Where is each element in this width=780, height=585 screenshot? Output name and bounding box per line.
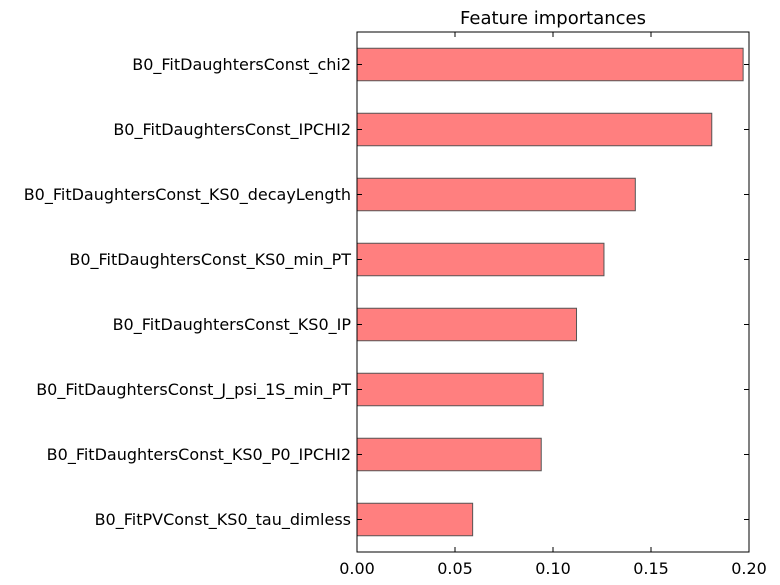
x-tick-label: 0.15	[633, 559, 669, 578]
bar	[356, 502, 474, 537]
bar	[356, 47, 744, 82]
bar	[356, 437, 542, 472]
y-tick-label: B0_FitPVConst_KS0_tau_dimless	[95, 510, 351, 530]
y-axis-ticks: B0_FitDaughtersConst_chi2B0_FitDaughters…	[24, 55, 749, 530]
x-tick-label: 0.20	[731, 559, 767, 578]
y-tick-label: B0_FitDaughtersConst_J_psi_1S_min_PT	[36, 380, 351, 400]
bar	[356, 177, 636, 212]
x-tick-label: 0.00	[339, 559, 375, 578]
y-tick-label: B0_FitDaughtersConst_chi2	[132, 55, 351, 75]
y-tick-label: B0_FitDaughtersConst_KS0_decayLength	[24, 185, 351, 205]
y-tick-label: B0_FitDaughtersConst_KS0_min_PT	[69, 250, 351, 270]
y-tick-label: B0_FitDaughtersConst_IPCHI2	[113, 120, 351, 140]
bar	[356, 242, 605, 277]
bars-group	[356, 47, 744, 537]
bar	[356, 372, 544, 407]
y-tick-label: B0_FitDaughtersConst_KS0_P0_IPCHI2	[47, 445, 351, 465]
x-axis-ticks: 0.00 0.05 0.10 0.15 0.20	[339, 32, 767, 578]
x-tick-label: 0.05	[437, 559, 473, 578]
chart-title: Feature importances	[460, 8, 646, 29]
plot-frame	[356, 31, 750, 553]
bar	[356, 307, 578, 342]
x-tick-label: 0.10	[535, 559, 571, 578]
bar	[356, 112, 713, 147]
y-tick-label: B0_FitDaughtersConst_KS0_IP	[113, 315, 352, 335]
